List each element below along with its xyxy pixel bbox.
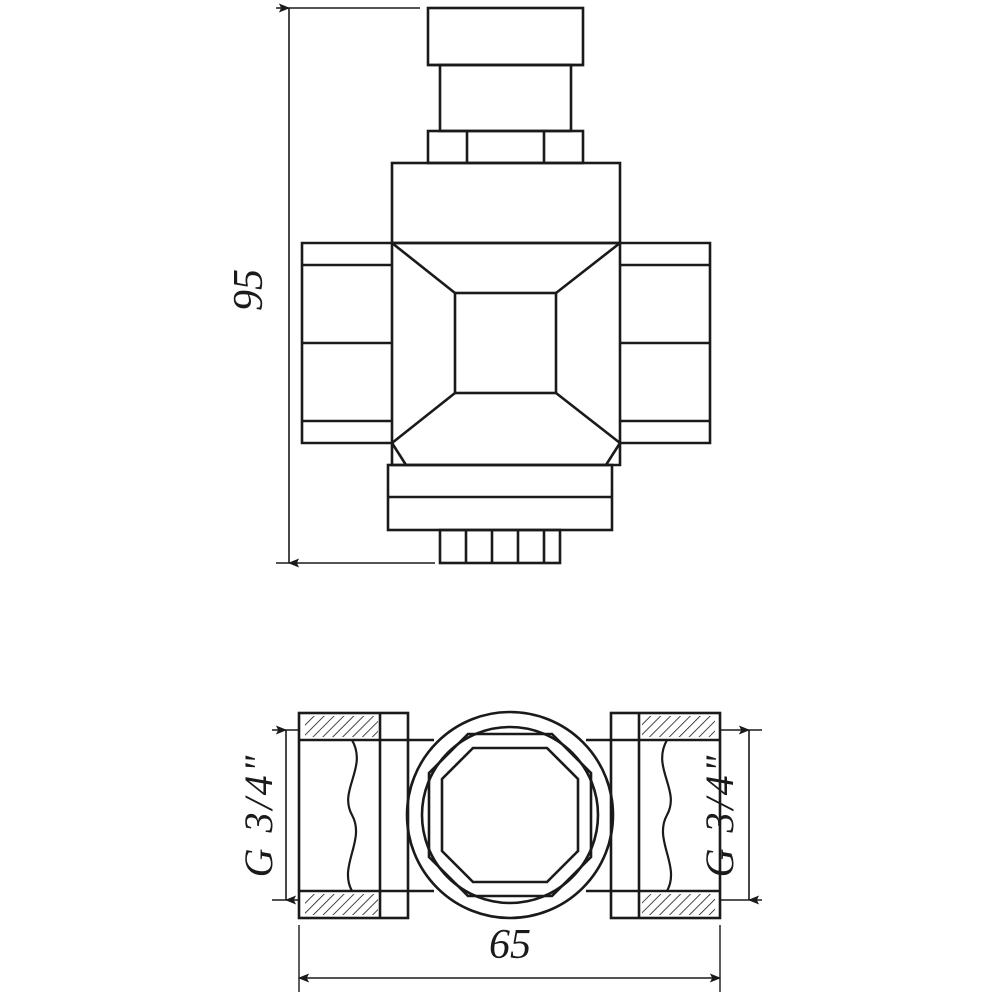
spring-collar xyxy=(426,129,585,165)
top-view xyxy=(297,710,722,920)
thread-left-dimension xyxy=(272,725,299,905)
thread-left-dimension-label: G 3/4" xyxy=(236,753,281,878)
top-right-port-block xyxy=(609,711,722,920)
facet-top-left xyxy=(391,241,456,295)
top-right-break-line xyxy=(661,739,673,892)
hatch-right-bottom xyxy=(642,894,715,915)
octagon-nut-inner xyxy=(440,746,580,884)
facet-bottom-left xyxy=(391,391,456,445)
height-dimension xyxy=(276,3,435,568)
hatch-left-bottom xyxy=(305,894,378,915)
valve-body-outline xyxy=(390,241,622,467)
width-dimension-label: 65 xyxy=(489,922,531,968)
cap-neck xyxy=(438,63,573,133)
body-outer-circle xyxy=(405,710,615,920)
thread-right-dimension xyxy=(720,725,762,905)
thread-right-dimension-label: G 3/4" xyxy=(697,753,742,878)
adjustment-cap xyxy=(426,6,585,67)
body-inner-circle xyxy=(420,725,600,905)
height-dimension-label: 95 xyxy=(226,269,272,311)
hatch-left-top xyxy=(305,716,378,737)
top-left-break-line xyxy=(346,739,358,892)
facet-bottom-right xyxy=(555,391,621,445)
drain-stem xyxy=(438,528,562,565)
center-square-face xyxy=(453,291,558,395)
front-view xyxy=(300,6,712,565)
octagon-nut-outer xyxy=(427,732,593,898)
bonnet-block xyxy=(390,161,622,245)
facet-top-right xyxy=(555,241,621,295)
hatch-right-top xyxy=(642,716,715,737)
lower-taper xyxy=(390,442,622,467)
width-dimension xyxy=(297,925,722,992)
